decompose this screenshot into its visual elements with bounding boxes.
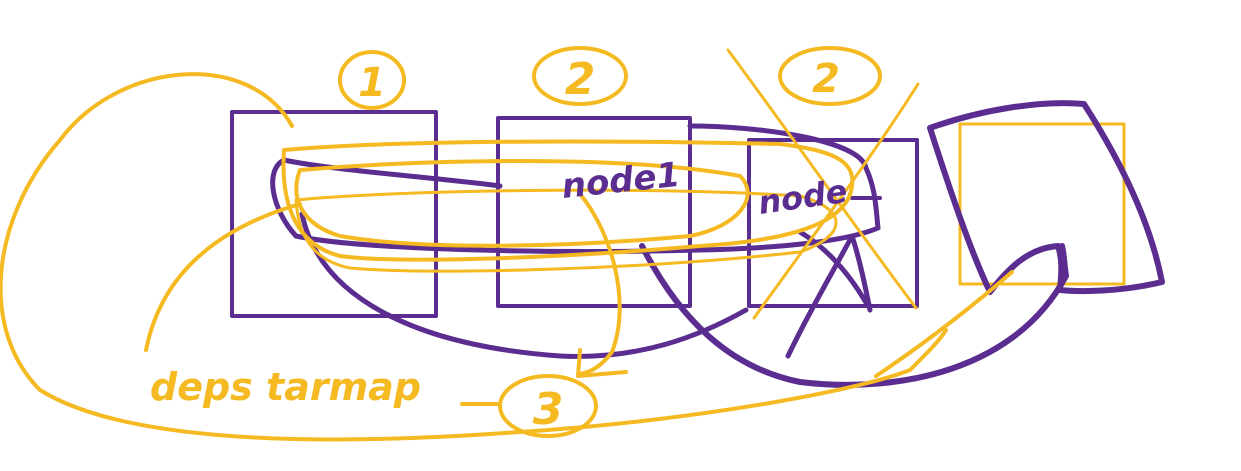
box-1 (230, 110, 438, 318)
purple-loop-lower (299, 211, 749, 359)
step-1-label: 1 (358, 60, 386, 106)
step-2-label: 2 (565, 54, 596, 105)
step-3-label: 3 (533, 384, 564, 435)
yellow-link-a (144, 202, 302, 352)
purple-crossing-strokes (785, 229, 873, 359)
step-circle-1: 1 (338, 50, 406, 110)
yellow-outer-loop (0, 72, 948, 442)
yellow-link-b (578, 192, 622, 376)
step-circle-3: 3 (460, 374, 598, 438)
box-node1 (496, 116, 692, 308)
purple-curve-to-right (639, 243, 1069, 388)
loop-around-yellow-box (927, 100, 1165, 295)
cross-out-strike-1 (726, 48, 918, 310)
step-circle-2: 2 (532, 46, 628, 106)
yellow-arrowhead (576, 348, 628, 378)
box-node2 (747, 138, 919, 308)
cross-out-strike-2 (752, 82, 920, 320)
box-yellow-right (958, 122, 1126, 286)
yellow-outer-loop-right (874, 270, 1014, 378)
step-circle-2b: 2 (778, 46, 882, 106)
yellow-loop-2 (294, 159, 750, 248)
step-2b-label: 2 (812, 56, 840, 102)
annotation-text: deps tarmap (150, 365, 421, 409)
